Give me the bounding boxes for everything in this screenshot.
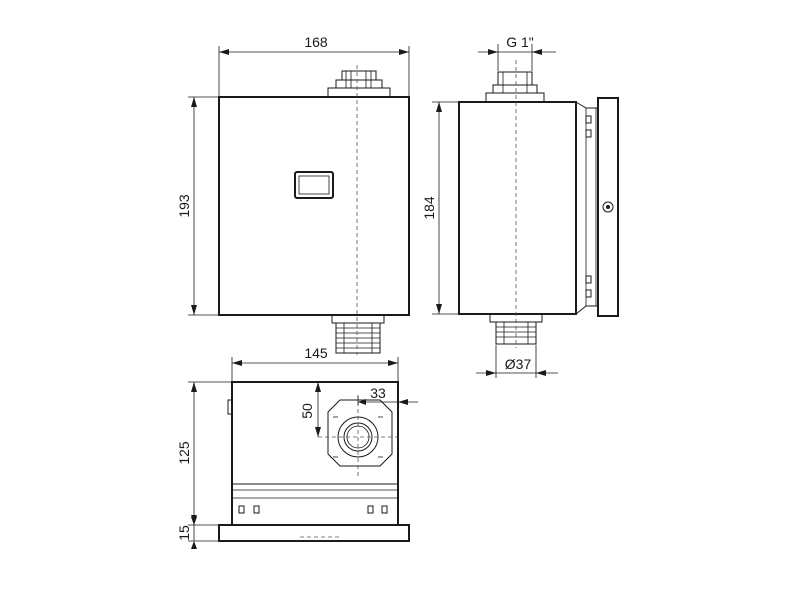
front-inlet-fitting	[327, 70, 391, 98]
dim-top-inlet-x-label: 33	[370, 385, 386, 401]
dim-side-thread-label: G 1"	[506, 34, 534, 50]
dim-top-inlet-y-label: 50	[299, 403, 315, 419]
side-inlet-fitting	[485, 71, 545, 103]
dim-front-width-label: 168	[304, 34, 328, 50]
dim-side-outlet-label: Ø37	[505, 356, 532, 372]
front-body	[218, 96, 410, 316]
dim-top-depth: 125	[176, 381, 231, 526]
dim-top-plate: 15	[176, 517, 218, 549]
dim-side-thread: G 1"	[478, 34, 556, 71]
dim-top-width: 145	[231, 345, 399, 381]
dim-front-height: 193	[176, 96, 218, 316]
dim-side-height: 184	[421, 101, 458, 315]
dim-top-depth-label: 125	[176, 441, 192, 465]
dim-side-height-label: 184	[421, 196, 437, 220]
side-screw-icon	[602, 201, 614, 213]
dim-top-inlet-y: 50	[299, 382, 321, 437]
top-body	[231, 381, 399, 526]
top-view: 145 33 50 125	[176, 345, 418, 549]
side-view: G 1" 184 Ø37	[421, 34, 619, 378]
dim-front-height-label: 193	[176, 194, 192, 218]
dim-top-width-label: 145	[304, 345, 328, 361]
front-view: 168 193	[176, 34, 410, 355]
dim-top-plate-label: 15	[176, 525, 192, 541]
sensor-window	[294, 171, 334, 199]
front-outlet-fitting	[331, 314, 385, 354]
top-cover-plate	[218, 524, 410, 542]
dim-top-inlet-x: 33	[357, 385, 418, 405]
side-body	[458, 101, 577, 315]
dim-side-outlet: Ø37	[476, 345, 558, 378]
dim-front-width: 168	[218, 34, 410, 96]
